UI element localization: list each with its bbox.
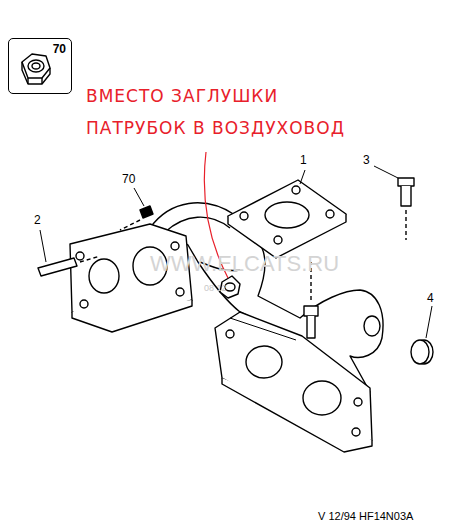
callout-number: 3	[363, 154, 370, 167]
nut-70	[120, 206, 153, 230]
watermark: 08 12	[204, 284, 227, 294]
leader-lines	[40, 166, 432, 338]
callout-number: 2	[34, 214, 41, 227]
part-box: 70	[8, 38, 72, 94]
callout-number: 70	[122, 173, 135, 186]
handwritten-note: ВМЕСТО ЗАГЛУШКИ ПАТРУБОК В ВОЗДУХОВОД	[86, 80, 361, 145]
right-flange	[215, 312, 372, 452]
nut-icon	[22, 54, 50, 84]
top-flange	[228, 180, 346, 258]
bolt-3	[398, 178, 414, 240]
watermark: WWW.ELCATS.RU	[150, 252, 339, 276]
left-flange	[70, 224, 192, 332]
stud-2	[38, 256, 100, 276]
callout-number: 4	[427, 292, 434, 305]
drawing-code: V 12/94 HF14N03A	[318, 510, 413, 522]
washer-4	[411, 340, 433, 364]
callout-number: 1	[300, 154, 307, 167]
callout-number: 70	[53, 42, 66, 56]
